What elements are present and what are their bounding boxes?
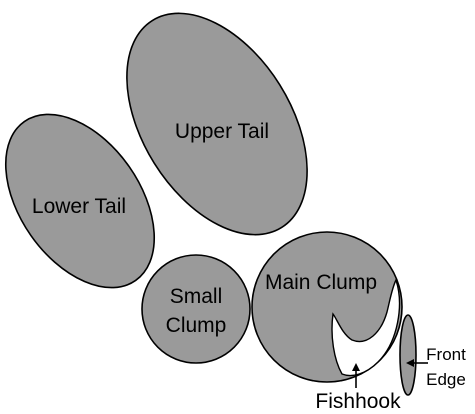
fishhook-arrowhead bbox=[352, 363, 360, 371]
small-clump-label-line2: Clump bbox=[166, 314, 227, 337]
lower-tail-label: Lower Tail bbox=[32, 195, 126, 218]
fishhook-label: Fishhook bbox=[315, 390, 401, 413]
front-edge-label-line1: Front bbox=[426, 345, 466, 364]
lower-tail-region bbox=[4, 113, 156, 289]
small-clump-label-line1: Small bbox=[170, 285, 223, 308]
upper-tail-region bbox=[126, 12, 308, 236]
front-edge-arrowhead bbox=[406, 359, 414, 367]
main-clump-label: Main Clump bbox=[265, 271, 377, 294]
front-edge-label-line2: Edge bbox=[426, 370, 466, 389]
upper-tail-label: Upper Tail bbox=[175, 120, 269, 143]
front-edge-region bbox=[399, 314, 417, 396]
small-clump-region bbox=[141, 254, 251, 364]
fishhook-shape bbox=[331, 278, 401, 377]
